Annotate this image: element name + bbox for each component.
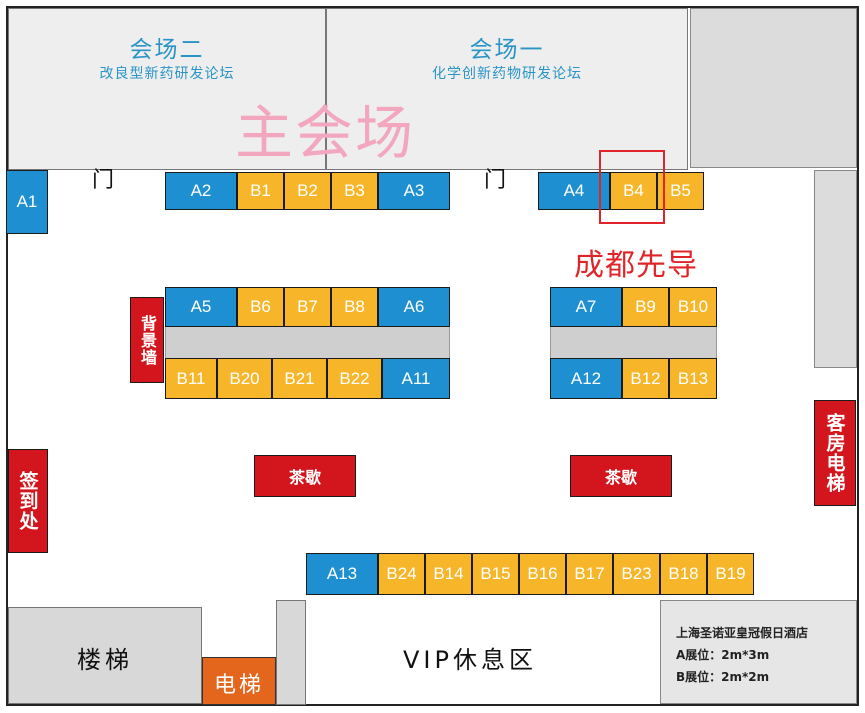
booth-a1[interactable]: A1	[6, 170, 48, 234]
booth-b4[interactable]: B4	[610, 172, 657, 210]
main-hall-title: 主会场	[234, 99, 415, 167]
booth-b12[interactable]: B12	[622, 358, 669, 399]
booth-b13[interactable]: B13	[669, 358, 717, 399]
floor-plan-frame	[6, 6, 859, 706]
highlight-label: 成都先导	[574, 248, 698, 283]
booth-b2[interactable]: B2	[284, 172, 331, 210]
booth-a4[interactable]: A4	[538, 172, 610, 210]
vip-lounge-label: VIP休息区	[403, 646, 537, 674]
right-side-strip	[814, 170, 857, 368]
booth-a3[interactable]: A3	[378, 172, 450, 210]
door-left-label: 门	[92, 168, 115, 193]
booth-a6[interactable]: A6	[378, 287, 450, 327]
legend-hotel: 上海圣诺亚皇冠假日酒店	[676, 626, 809, 640]
hall-two-title: 会场二	[129, 37, 205, 63]
tea-break-left: 茶歇	[254, 455, 356, 497]
island-one-gap	[165, 327, 450, 358]
booth-a11[interactable]: A11	[382, 358, 450, 399]
booth-b10[interactable]: B10	[669, 287, 717, 327]
booth-b20[interactable]: B20	[217, 358, 272, 399]
booth-b14[interactable]: B14	[425, 553, 472, 595]
booth-b7[interactable]: B7	[284, 287, 331, 327]
booth-b11[interactable]: B11	[165, 358, 217, 399]
booth-a2[interactable]: A2	[165, 172, 237, 210]
legend-panel	[660, 600, 857, 704]
booth-a5[interactable]: A5	[165, 287, 237, 327]
guest-elevator: 客房电梯	[814, 400, 856, 506]
highlight-box-b4	[599, 150, 665, 224]
hall-two-subtitle: 改良型新药研发论坛	[99, 66, 235, 82]
stairs-label: 楼梯	[77, 646, 133, 674]
tea-break-right: 茶歇	[570, 455, 672, 497]
hall-two-area	[8, 8, 326, 170]
hall-one-subtitle: 化学创新药物研发论坛	[432, 66, 582, 82]
stairs-area	[8, 607, 202, 704]
booth-a7[interactable]: A7	[550, 287, 622, 327]
hall-one-title: 会场一	[469, 37, 545, 63]
booth-b24[interactable]: B24	[378, 553, 425, 595]
elevator-block	[202, 657, 276, 705]
booth-b23[interactable]: B23	[613, 553, 660, 595]
booth-b22[interactable]: B22	[327, 358, 382, 399]
booth-b9[interactable]: B9	[622, 287, 669, 327]
booth-b6[interactable]: B6	[237, 287, 284, 327]
legend-a-size: A展位：2m*3m	[676, 648, 770, 662]
booth-b15[interactable]: B15	[472, 553, 519, 595]
booth-b18[interactable]: B18	[660, 553, 707, 595]
legend-b-size: B展位：2m*2m	[676, 670, 770, 684]
door-right-label: 门	[484, 168, 507, 193]
booth-b3[interactable]: B3	[331, 172, 378, 210]
top-right-block	[690, 8, 857, 168]
booth-b1[interactable]: B1	[237, 172, 284, 210]
booth-b19[interactable]: B19	[707, 553, 754, 595]
elevator-label: 电梯	[213, 673, 264, 698]
booth-b17[interactable]: B17	[566, 553, 613, 595]
corridor-strip	[276, 600, 306, 705]
booth-b16[interactable]: B16	[519, 553, 566, 595]
hall-one-area	[326, 8, 688, 170]
booth-b21[interactable]: B21	[272, 358, 327, 399]
backdrop-wall: 背景墙	[130, 297, 164, 383]
sign-in-desk: 签到处	[8, 449, 48, 553]
booth-a12[interactable]: A12	[550, 358, 622, 399]
booth-a13[interactable]: A13	[306, 553, 378, 595]
island-two-gap	[550, 327, 717, 358]
booth-b8[interactable]: B8	[331, 287, 378, 327]
